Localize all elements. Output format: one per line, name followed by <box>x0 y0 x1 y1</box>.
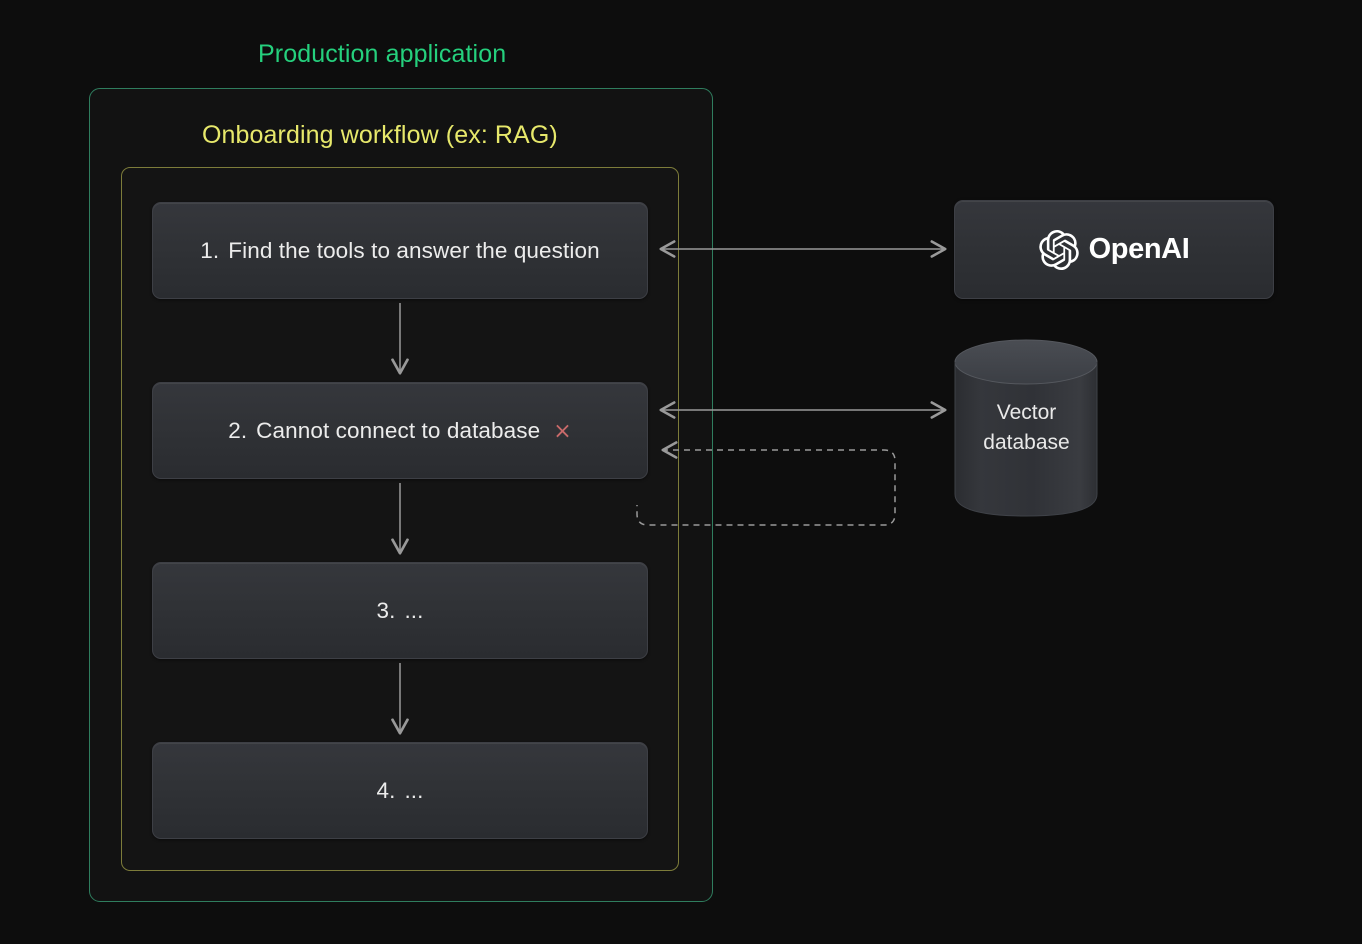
step-3-number: 3. <box>376 597 396 623</box>
openai-blossom-icon <box>1038 229 1079 270</box>
step-1-number: 1. <box>200 237 220 263</box>
production-application-label: Production application <box>258 40 507 68</box>
step-3-label: ... <box>404 597 424 623</box>
step-4-label: ... <box>404 777 424 803</box>
step-4-number: 4. <box>376 777 396 803</box>
openai-node[interactable]: OpenAI <box>954 200 1274 299</box>
vector-database-label: Vector database <box>954 338 1099 518</box>
step-3-text: 3.... <box>376 598 423 624</box>
connector-retry-loop-dashed <box>636 441 896 526</box>
step-2-text: 2. Cannot connect to database × <box>228 418 572 444</box>
step-1-text: 1. Find the tools to answer the question <box>200 238 599 264</box>
vector-database-node[interactable]: Vector database <box>954 338 1099 518</box>
step-box-2[interactable]: 2. Cannot connect to database × <box>152 382 648 479</box>
onboarding-workflow-label: Onboarding workflow (ex: RAG) <box>202 121 558 149</box>
step-box-4[interactable]: 4.... <box>152 742 648 839</box>
vector-database-label-line2: database <box>983 431 1070 454</box>
step-1-label: Find the tools to answer the question <box>228 237 600 263</box>
step-2-label: Cannot connect to database <box>256 417 541 443</box>
openai-wordmark: OpenAI <box>1088 233 1190 265</box>
database-cylinder-icon <box>954 339 1098 517</box>
error-x-icon: × <box>553 418 572 444</box>
step-box-3[interactable]: 3.... <box>152 562 648 659</box>
vector-database-label-line1: Vector <box>996 400 1057 424</box>
step-2-number: 2. <box>228 417 248 443</box>
step-box-1[interactable]: 1. Find the tools to answer the question <box>152 202 648 299</box>
step-4-text: 4.... <box>376 778 423 804</box>
